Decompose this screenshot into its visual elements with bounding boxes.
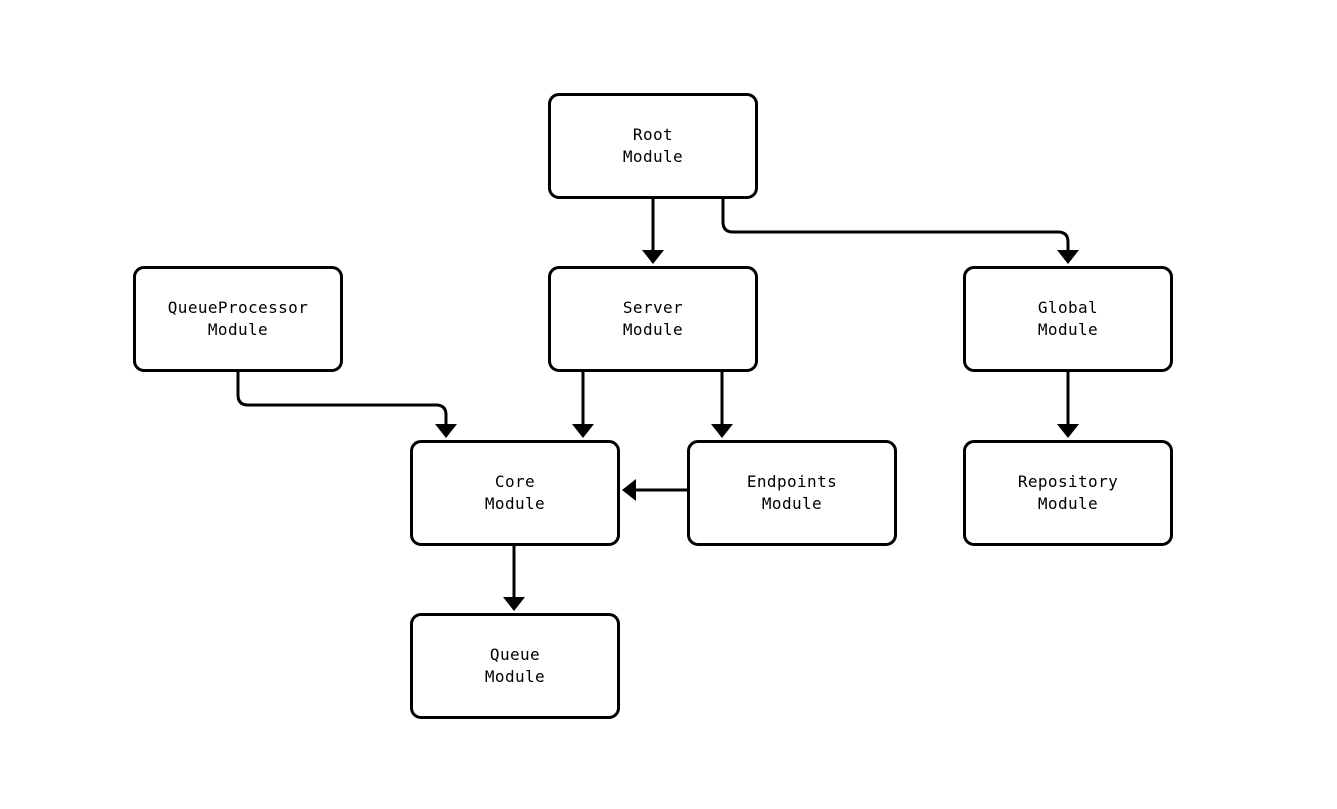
node-queueprocessor-module[interactable]: QueueProcessor Module <box>133 266 343 372</box>
edge-queueprocessor-to-core <box>236 372 448 428</box>
arrowhead-root-to-server <box>642 250 664 264</box>
node-label: QueueProcessor Module <box>167 298 309 339</box>
arrowhead-global-to-repository <box>1057 424 1079 438</box>
node-label: Repository Module <box>1017 472 1119 513</box>
arrowhead-queueprocessor-to-core <box>435 424 457 438</box>
edge-root-to-global <box>721 196 1070 254</box>
node-repository-module[interactable]: Repository Module <box>963 440 1173 546</box>
node-label: Queue Module <box>484 645 546 686</box>
node-queue-module[interactable]: Queue Module <box>410 613 620 719</box>
node-label: Server Module <box>622 298 684 339</box>
arrowhead-endpoints-to-core <box>622 479 636 501</box>
node-label: Root Module <box>622 125 684 166</box>
node-label: Endpoints Module <box>746 472 838 513</box>
arrowhead-root-to-global <box>1057 250 1079 264</box>
node-global-module[interactable]: Global Module <box>963 266 1173 372</box>
arrowhead-server-to-endpoints <box>711 424 733 438</box>
node-label: Core Module <box>484 472 546 513</box>
node-endpoints-module[interactable]: Endpoints Module <box>687 440 897 546</box>
edge-paths <box>236 196 1070 601</box>
node-label: Global Module <box>1037 298 1099 339</box>
node-server-module[interactable]: Server Module <box>548 266 758 372</box>
node-core-module[interactable]: Core Module <box>410 440 620 546</box>
node-root-module[interactable]: Root Module <box>548 93 758 199</box>
arrowhead-server-to-core <box>572 424 594 438</box>
arrowhead-core-to-queue <box>503 597 525 611</box>
